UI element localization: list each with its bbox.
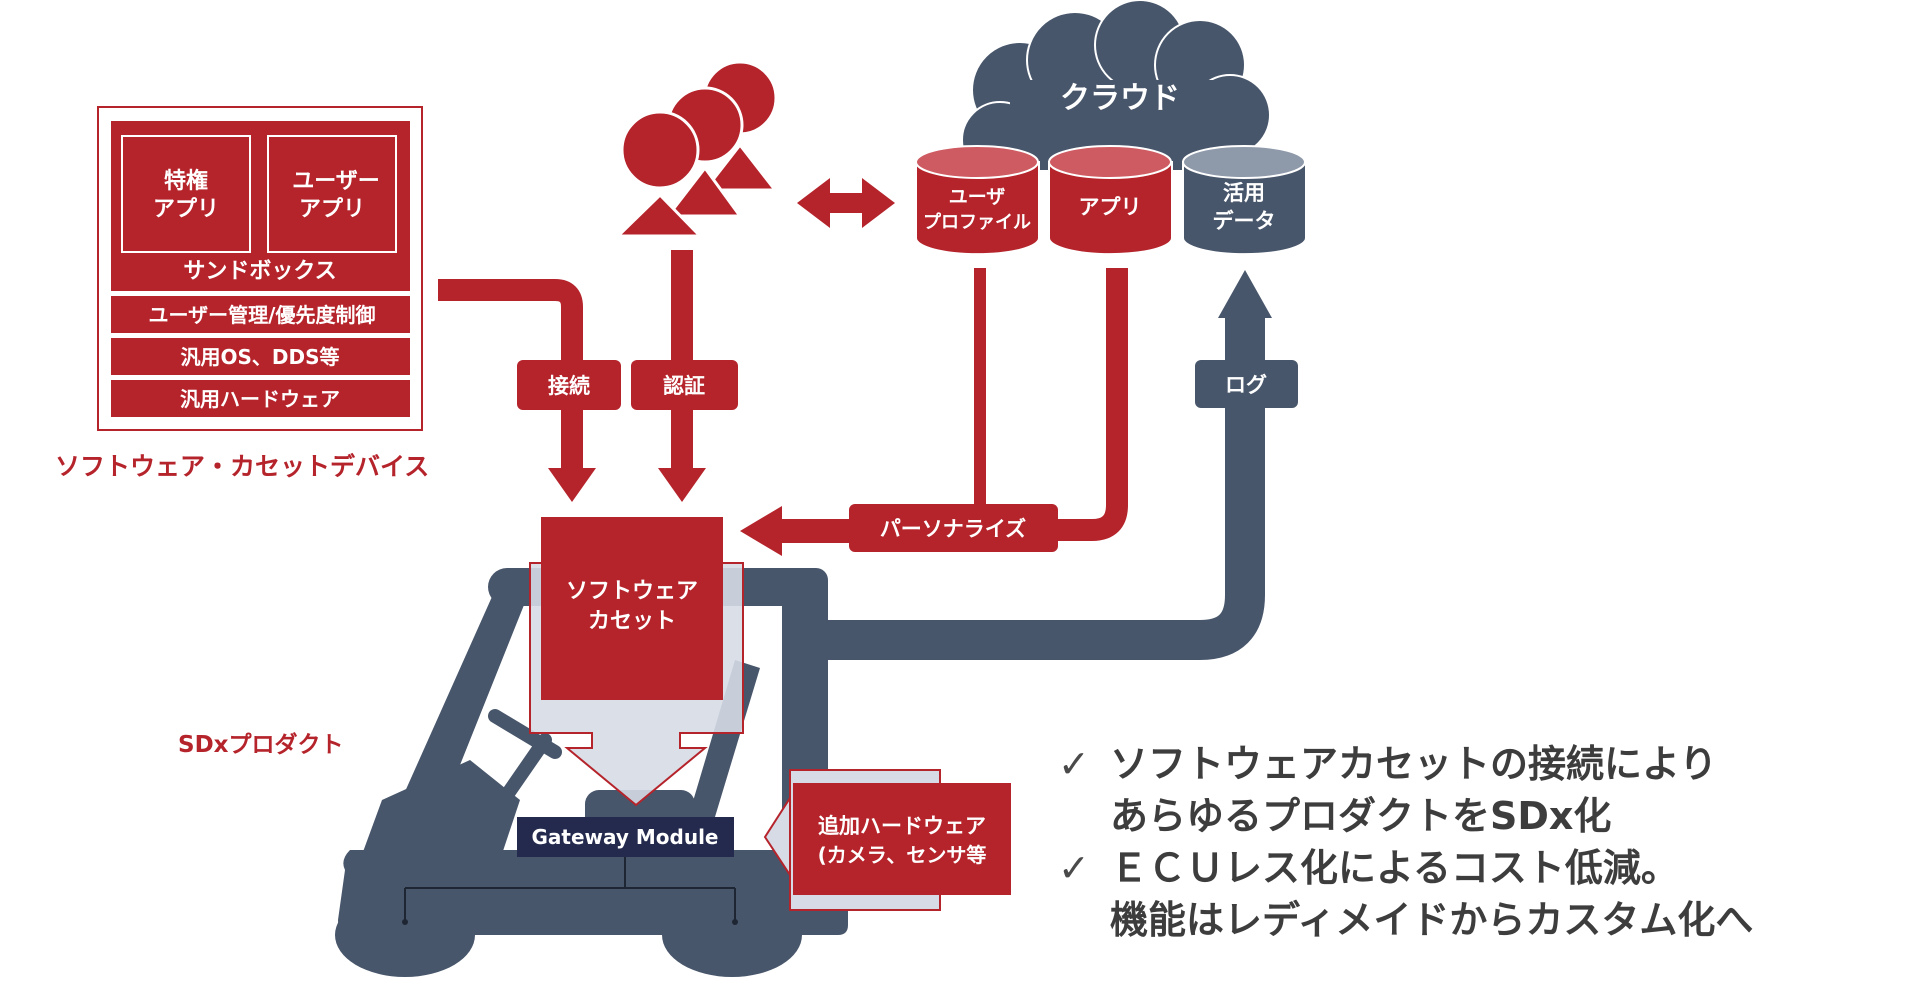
sdx-product-caption: SDxプロダクト [178,731,344,758]
extra-hardware-line2: (カメラ、センサ等 [818,843,987,867]
layer-hardware [111,380,410,417]
store-usage-data [1182,145,1307,256]
personalize-arrow-head [740,506,782,556]
store-usage-data-line2: データ [1213,209,1276,233]
auth-badge [631,360,738,410]
layer-os-label: 汎用OS、DDS等 [180,345,339,369]
extra-hardware-box [793,783,1011,895]
benefit-list: ✓ ソフトウェアカセットの接続により あらゆるプロダクトをSDx化 ✓ ＥＣＵレ… [1058,738,1753,946]
layer-user-management [111,296,410,333]
store-apps [1048,145,1173,256]
users-icon [614,60,779,238]
auth-arrow-head [658,468,706,502]
rear-wheel [662,893,802,977]
vehicle-silhouette [335,568,848,977]
device-caption: ソフトウェア・カセットデバイス [55,452,429,481]
checkmark-icon: ✓ [1058,742,1090,786]
log-arrow-head [1218,270,1272,318]
vehicle-steering-column [493,733,552,812]
connect-flow-pipe [438,279,583,470]
cloud-title: クラウド [1060,81,1180,116]
cassette-label-line1: ソフトウェア [566,579,698,604]
vehicle-cowl [360,760,520,860]
benefit-line: ＥＣＵレス化によるコスト低減。 [1110,846,1679,890]
privileged-app-box [121,135,251,253]
benefit-line: 機能はレディメイドからカスタム化へ [1110,898,1754,942]
front-wheel [335,893,475,977]
user-app-box [267,135,397,253]
store-apps-label: アプリ [1079,195,1142,219]
extra-hardware-line1: 追加ハードウェア [818,814,986,838]
checkmark-icon: ✓ [1058,846,1090,890]
personalize-badge [849,504,1058,552]
sandbox-block [111,121,410,291]
wire-node [732,919,738,925]
connect-arrow-head [548,468,596,502]
benefit-line: あらゆるプロダクトをSDx化 [1110,794,1612,838]
benefit-line: ソフトウェアカセットの接続により [1110,742,1718,786]
personalize-flow-shaft [780,519,855,543]
extra-hardware-arrow [763,794,791,879]
benefit-item: ✓ ＥＣＵレス化によるコスト低減。 機能はレディメイドからカスタム化へ [1058,842,1753,946]
layer-user-management-label: ユーザー管理/優先度制御 [149,303,376,327]
layer-os [111,338,410,375]
log-badge [1195,360,1298,408]
bidirectional-arrow-icon [797,178,895,228]
sandbox-label: サンドボックス [183,259,336,284]
vehicle-wiring [404,857,736,922]
user-app-line1: ユーザー [292,169,380,194]
connect-badge [517,360,621,410]
store-user-profile-line1: ユーザ [949,186,1006,208]
privileged-app-line1: 特権 [164,168,208,194]
app-flow-pipe [1055,268,1128,541]
user-app-line2: アプリ [299,197,365,222]
privileged-app-line2: アプリ [153,197,219,222]
gateway-module-label: Gateway Module [531,825,718,849]
software-cassette [541,517,723,700]
personalize-label: パーソナライズ [880,517,1026,541]
store-user-profile-line2: プロファイル [923,211,1031,233]
vehicle-steering-wheel [488,709,562,759]
log-label: ログ [1225,373,1267,397]
store-user-profile [915,145,1040,256]
auth-label: 認証 [663,374,705,398]
wire-node [402,919,408,925]
benefit-item: ✓ ソフトウェアカセットの接続により あらゆるプロダクトをSDx化 [1058,738,1753,842]
log-flow-pipe [805,318,1265,660]
gateway-module [517,817,734,857]
store-usage-data-line1: 活用 [1223,181,1265,205]
connect-label: 接続 [548,374,590,398]
layer-hardware-label: 汎用ハードウェア [180,387,340,411]
cassette-label-line2: カセット [588,609,676,634]
